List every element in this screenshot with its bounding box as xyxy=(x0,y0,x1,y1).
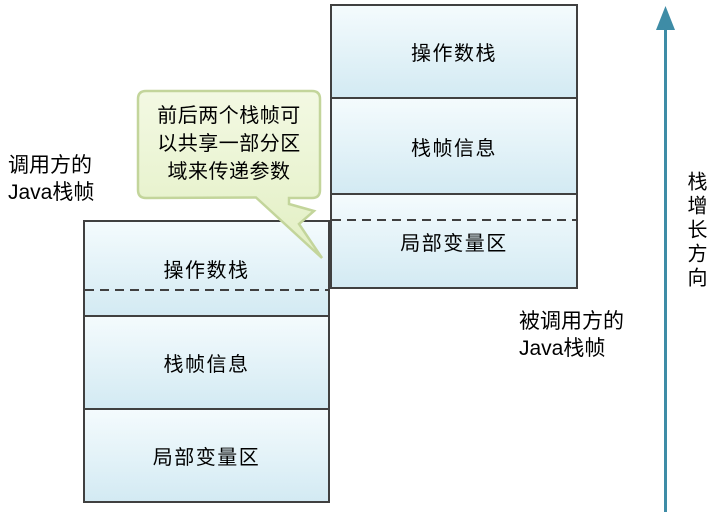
arrow-up-icon xyxy=(656,6,675,30)
caller-stack-frame: 操作数栈 栈帧信息 局部变量区 xyxy=(83,220,330,503)
caller-frame-label: 调用方的 Java栈帧 xyxy=(8,152,94,206)
callee-frame-label-line1: 被调用方的 xyxy=(519,310,624,333)
caller-frame-label-line1: 调用方的 xyxy=(8,154,92,177)
caller-local-vars-box: 局部变量区 xyxy=(85,408,328,501)
callout-line-3: 域来传递参数 xyxy=(167,161,291,183)
callee-frame-label: 被调用方的 Java栈帧 xyxy=(519,308,624,362)
callee-frame-label-line2: Java栈帧 xyxy=(519,337,606,360)
callee-operand-stack-label: 操作数栈 xyxy=(411,43,497,65)
callout-line-2: 以共享一部分区 xyxy=(157,133,301,155)
stack-growth-direction-label: 栈增长方向 xyxy=(684,171,706,291)
caller-operand-stack-label: 操作数栈 xyxy=(163,260,250,282)
callee-local-vars-label: 局部变量区 xyxy=(400,232,508,255)
caller-shared-boundary-dash xyxy=(85,289,328,291)
callee-frame-info-label: 栈帧信息 xyxy=(411,137,497,160)
callee-local-vars-box: 局部变量区 xyxy=(332,193,576,287)
caller-local-vars-label: 局部变量区 xyxy=(152,447,261,469)
callout-note: 前后两个栈帧可 以共享一部分区 域来传递参数 xyxy=(138,92,320,196)
callee-stack-frame: 操作数栈 栈帧信息 局部变量区 xyxy=(330,4,578,289)
callee-frame-info-box: 栈帧信息 xyxy=(332,97,576,193)
caller-frame-info-label: 栈帧信息 xyxy=(163,354,250,376)
caller-frame-label-line2: Java栈帧 xyxy=(8,181,95,204)
caller-frame-info-box: 栈帧信息 xyxy=(85,315,328,408)
callee-shared-boundary-dash xyxy=(332,219,576,221)
caller-operand-stack-box: 操作数栈 xyxy=(85,222,328,315)
callout-line-1: 前后两个栈帧可 xyxy=(157,105,301,127)
callee-operand-stack-box: 操作数栈 xyxy=(332,6,576,97)
